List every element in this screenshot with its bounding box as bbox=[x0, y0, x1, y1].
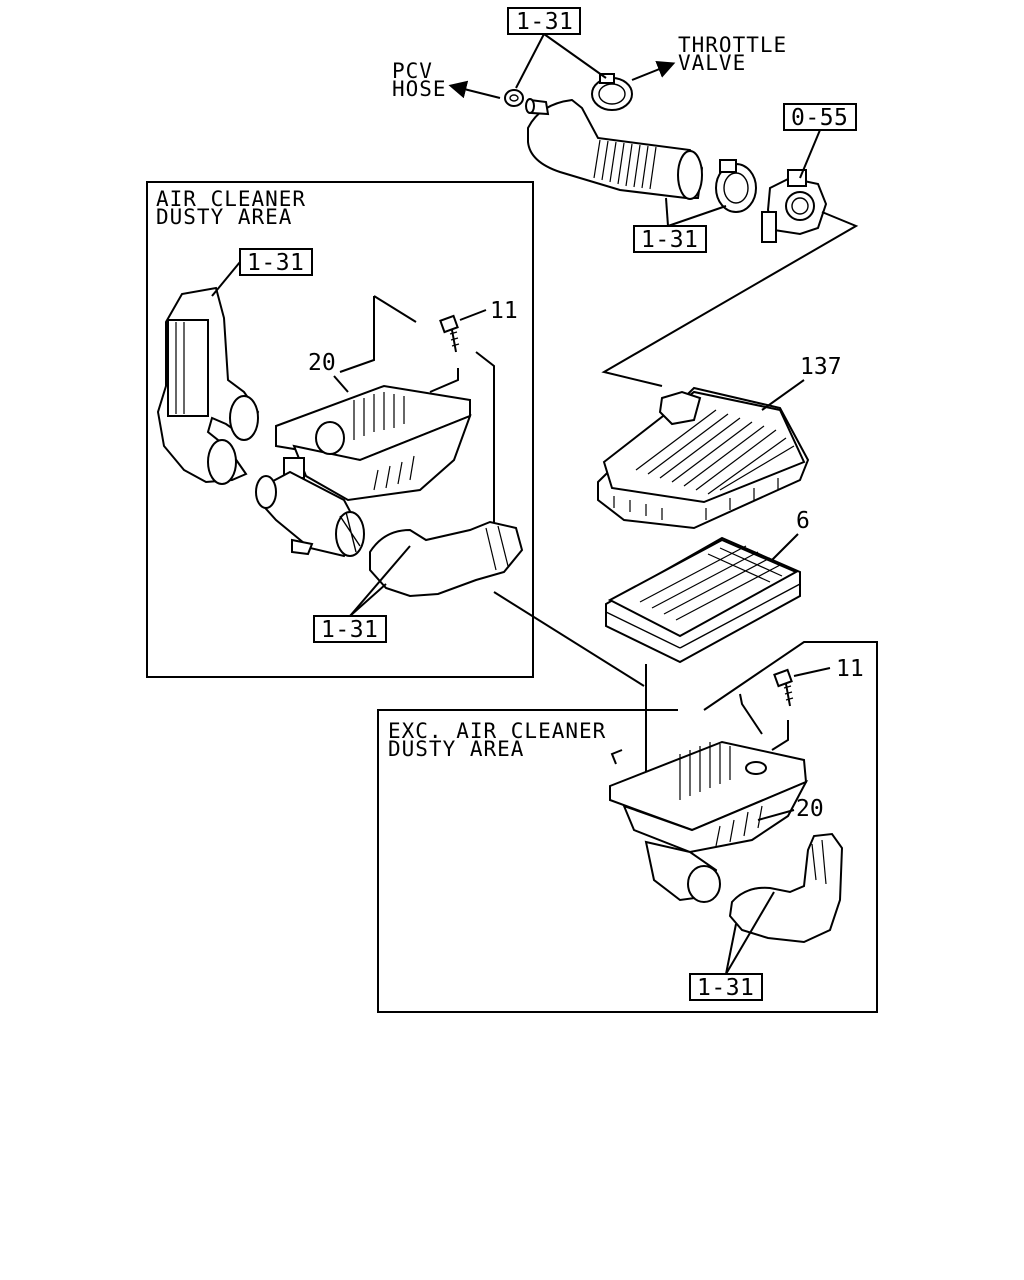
exc-area-box: EXC. AIR CLEANER DUSTY AREA bbox=[377, 641, 878, 1013]
pcv-clamp bbox=[504, 89, 524, 107]
sensor-to-cover-leader bbox=[601, 211, 859, 387]
throttle-valve-label-line2: VALVE bbox=[678, 51, 746, 75]
dusty-lower-hose bbox=[369, 520, 524, 598]
exc-box-title-line1: EXC. AIR CLEANER bbox=[388, 719, 606, 743]
ref-duct: 1-31 bbox=[633, 197, 727, 253]
exc-lower-case bbox=[609, 740, 809, 903]
exc-hose bbox=[728, 832, 844, 944]
duct-clamp bbox=[715, 159, 757, 213]
throttle-clamp bbox=[591, 73, 633, 111]
dusty-bolt bbox=[439, 309, 487, 353]
arrow-right-icon bbox=[631, 60, 676, 81]
throttle-valve-label-line1: THROTTLE bbox=[678, 33, 787, 57]
air-cleaner-cover bbox=[597, 386, 810, 530]
part-number-dusty-bolt: 11 bbox=[490, 298, 518, 324]
ref-sensor: 0-55 bbox=[783, 103, 857, 179]
exc-bolt bbox=[773, 667, 831, 707]
dusty-box-title-line2: DUSTY AREA bbox=[156, 205, 292, 229]
part-number-element: 6 bbox=[796, 508, 810, 534]
dusty-snorkel-hose bbox=[156, 286, 260, 485]
exc-box-title-line2: DUSTY AREA bbox=[388, 737, 524, 761]
part-number-cover: 137 bbox=[800, 354, 842, 380]
part-number-exc-case: 20 bbox=[796, 796, 824, 822]
intake-duct-assembly bbox=[504, 73, 828, 243]
part-number-dusty-case: 20 bbox=[308, 350, 336, 376]
arrow-left-icon bbox=[448, 80, 501, 99]
dusty-lower-case bbox=[255, 384, 472, 558]
svg-text:1-31: 1-31 bbox=[516, 9, 573, 35]
pcv-hose-label-line1: PCV bbox=[392, 59, 433, 83]
pcv-hose-label-line2: HOSE bbox=[392, 77, 447, 101]
svg-text:1-31: 1-31 bbox=[641, 227, 698, 253]
air-filter-element bbox=[605, 536, 801, 664]
ref-dusty-lower-hose: 1-31 bbox=[321, 617, 378, 643]
dusty-area-box: AIR CLEANER DUSTY AREA 1-31 bbox=[146, 181, 534, 678]
dusty-to-exc-leader bbox=[493, 591, 645, 687]
dusty-box-title-line1: AIR CLEANER bbox=[156, 187, 306, 211]
ref-top-clamp: 1-31 bbox=[507, 7, 607, 89]
svg-text:0-55: 0-55 bbox=[791, 105, 848, 131]
part-number-exc-bolt: 11 bbox=[836, 656, 864, 682]
ref-dusty-upper-hose: 1-31 bbox=[247, 250, 304, 276]
airflow-sensor bbox=[761, 169, 828, 243]
ref-exc-hose: 1-31 bbox=[697, 975, 754, 1001]
